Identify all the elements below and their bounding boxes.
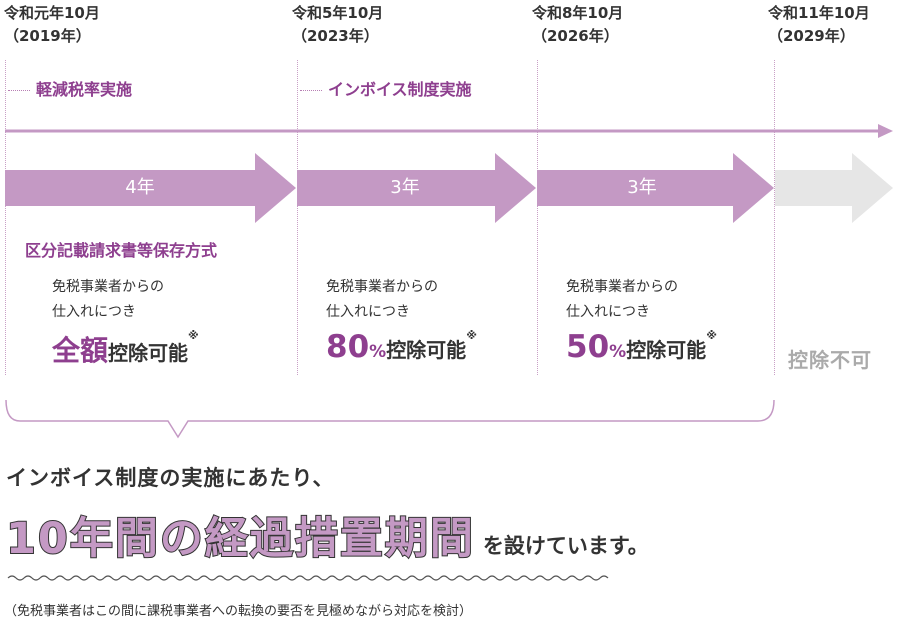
milestone-2019: 令和元年10月 （2019年） xyxy=(4,2,100,48)
phase-amount: 80 xyxy=(326,329,370,365)
milestone-year: （2026年） xyxy=(532,27,619,45)
milestone-2026: 令和8年10月 （2026年） xyxy=(532,2,623,48)
event-leader-line xyxy=(8,90,30,91)
phase-deduct-text: 控除可能 xyxy=(108,341,189,365)
guide-line-2023 xyxy=(297,60,298,375)
summary-tail: を設けています。 xyxy=(482,534,649,558)
milestone-date: 令和8年10月 xyxy=(532,4,624,22)
event-invoice-start: インボイス制度実施 xyxy=(300,76,472,100)
event-label: インボイス制度実施 xyxy=(328,80,472,99)
phase-desc-line1: 免税事業者からの xyxy=(326,279,438,295)
milestone-2023: 令和5年10月 （2023年） xyxy=(292,2,383,48)
period-brace xyxy=(5,399,775,439)
phase-1: 免税事業者からの 仕入れにつき 全額控除可能※ xyxy=(52,275,199,369)
summary-headline-row: 10年間の経過措置期間を設けています。 xyxy=(5,504,649,566)
phase-3: 免税事業者からの 仕入れにつき 50%控除可能※ xyxy=(566,275,717,365)
guide-line-2026 xyxy=(537,60,538,375)
phase-desc-line2: 仕入れにつき xyxy=(566,304,650,320)
milestone-year: （2019年） xyxy=(4,27,91,45)
phase-deduction: 50%控除可能※ xyxy=(566,329,717,365)
phase-desc-line2: 仕入れにつき xyxy=(326,304,410,320)
timeline-axis-arrowhead xyxy=(878,124,893,138)
phase-unit: % xyxy=(609,342,627,362)
event-reduced-tax: 軽減税率実施 xyxy=(8,76,132,100)
phase-deduct-text: 控除可能 xyxy=(386,338,467,362)
guide-line-2029 xyxy=(774,60,775,375)
summary-headline: 10年間の経過措置期間 xyxy=(5,513,475,565)
milestone-date: 令和11年10月 xyxy=(768,4,870,22)
phase-note-mark: ※ xyxy=(466,329,477,342)
phase-note-mark: ※ xyxy=(706,329,717,342)
phase-desc-line1: 免税事業者からの xyxy=(52,279,164,295)
no-deduction-label: 控除不可 xyxy=(788,348,872,372)
event-leader-line xyxy=(300,90,322,91)
milestone-year: （2029年） xyxy=(768,27,855,45)
summary-note: （免税事業者はこの間に課税事業者への転換の要否を見極めながら対応を検討） xyxy=(4,604,473,619)
storage-method-label: 区分記載請求書等保存方式 xyxy=(25,241,218,260)
phase-desc-line2: 仕入れにつき xyxy=(52,304,136,320)
period-arrow-2 xyxy=(297,153,536,223)
period-label-2: 3年 xyxy=(390,177,420,198)
milestone-year: （2023年） xyxy=(292,27,379,45)
period-arrow-1 xyxy=(5,153,296,223)
phase-deduction: 全額控除可能※ xyxy=(52,329,199,369)
phase-amount: 50 xyxy=(566,329,610,365)
period-arrow-3 xyxy=(537,153,774,223)
period-label-1: 4年 xyxy=(125,177,155,198)
phase-unit: % xyxy=(369,342,387,362)
period-arrow-4 xyxy=(775,153,893,223)
phase-deduction: 80%控除可能※ xyxy=(326,329,477,365)
phase-deduct-text: 控除可能 xyxy=(626,338,707,362)
milestone-2029: 令和11年10月 （2029年） xyxy=(768,2,870,48)
milestone-date: 令和5年10月 xyxy=(292,4,384,22)
phase-desc-line1: 免税事業者からの xyxy=(566,279,678,295)
phase-note-mark: ※ xyxy=(188,329,199,342)
phase-2: 免税事業者からの 仕入れにつき 80%控除可能※ xyxy=(326,275,477,365)
phase-amount: 全額 xyxy=(52,334,109,367)
headline-wavy-underline xyxy=(7,575,609,581)
guide-line-2019 xyxy=(5,60,6,375)
summary-line1: インボイス制度の実施にあたり、 xyxy=(6,466,335,490)
milestone-date: 令和元年10月 xyxy=(4,4,100,22)
event-label: 軽減税率実施 xyxy=(36,80,133,99)
period-label-3: 3年 xyxy=(627,177,657,198)
